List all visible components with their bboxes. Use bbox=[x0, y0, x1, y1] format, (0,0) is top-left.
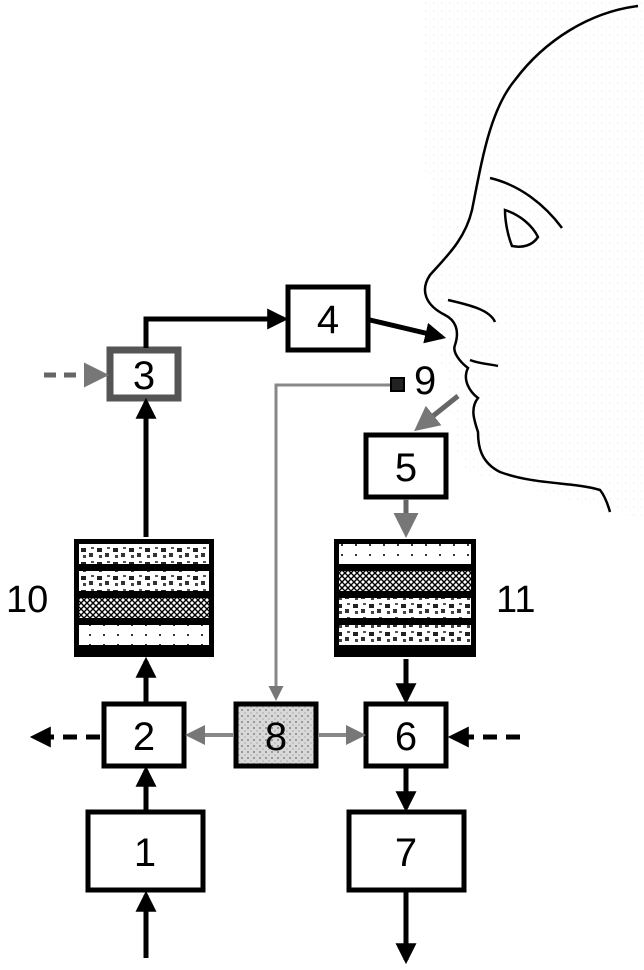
line-9-to-8 bbox=[268, 383, 390, 701]
block-5 bbox=[363, 432, 449, 500]
block-4-label: 4 bbox=[317, 298, 339, 342]
block-1-label: 1 bbox=[134, 831, 156, 875]
sensor-9 bbox=[390, 377, 405, 392]
block-3-label: 3 bbox=[133, 354, 155, 398]
filter-stack-11 bbox=[334, 539, 476, 657]
arrow-4-to-face bbox=[369, 317, 447, 344]
arrow-3-to-4 bbox=[143, 308, 289, 348]
block-8-label: 8 bbox=[265, 715, 287, 759]
block-7-label: 7 bbox=[395, 831, 417, 875]
filter-10-label: 10 bbox=[6, 579, 48, 621]
filter-stack-10 bbox=[74, 539, 214, 657]
block-3 bbox=[106, 346, 182, 402]
arrow-face-to-5 bbox=[414, 394, 460, 432]
block-2-label: 2 bbox=[133, 715, 155, 759]
sensor-9-label: 9 bbox=[414, 359, 436, 403]
face-shading bbox=[420, 0, 644, 520]
block-5-label: 5 bbox=[395, 446, 417, 490]
filter-11-label: 11 bbox=[496, 579, 535, 621]
block-8 bbox=[233, 701, 319, 769]
block-1 bbox=[85, 809, 206, 893]
block-6-label: 6 bbox=[395, 715, 417, 759]
human-face-illustration bbox=[423, 4, 639, 513]
